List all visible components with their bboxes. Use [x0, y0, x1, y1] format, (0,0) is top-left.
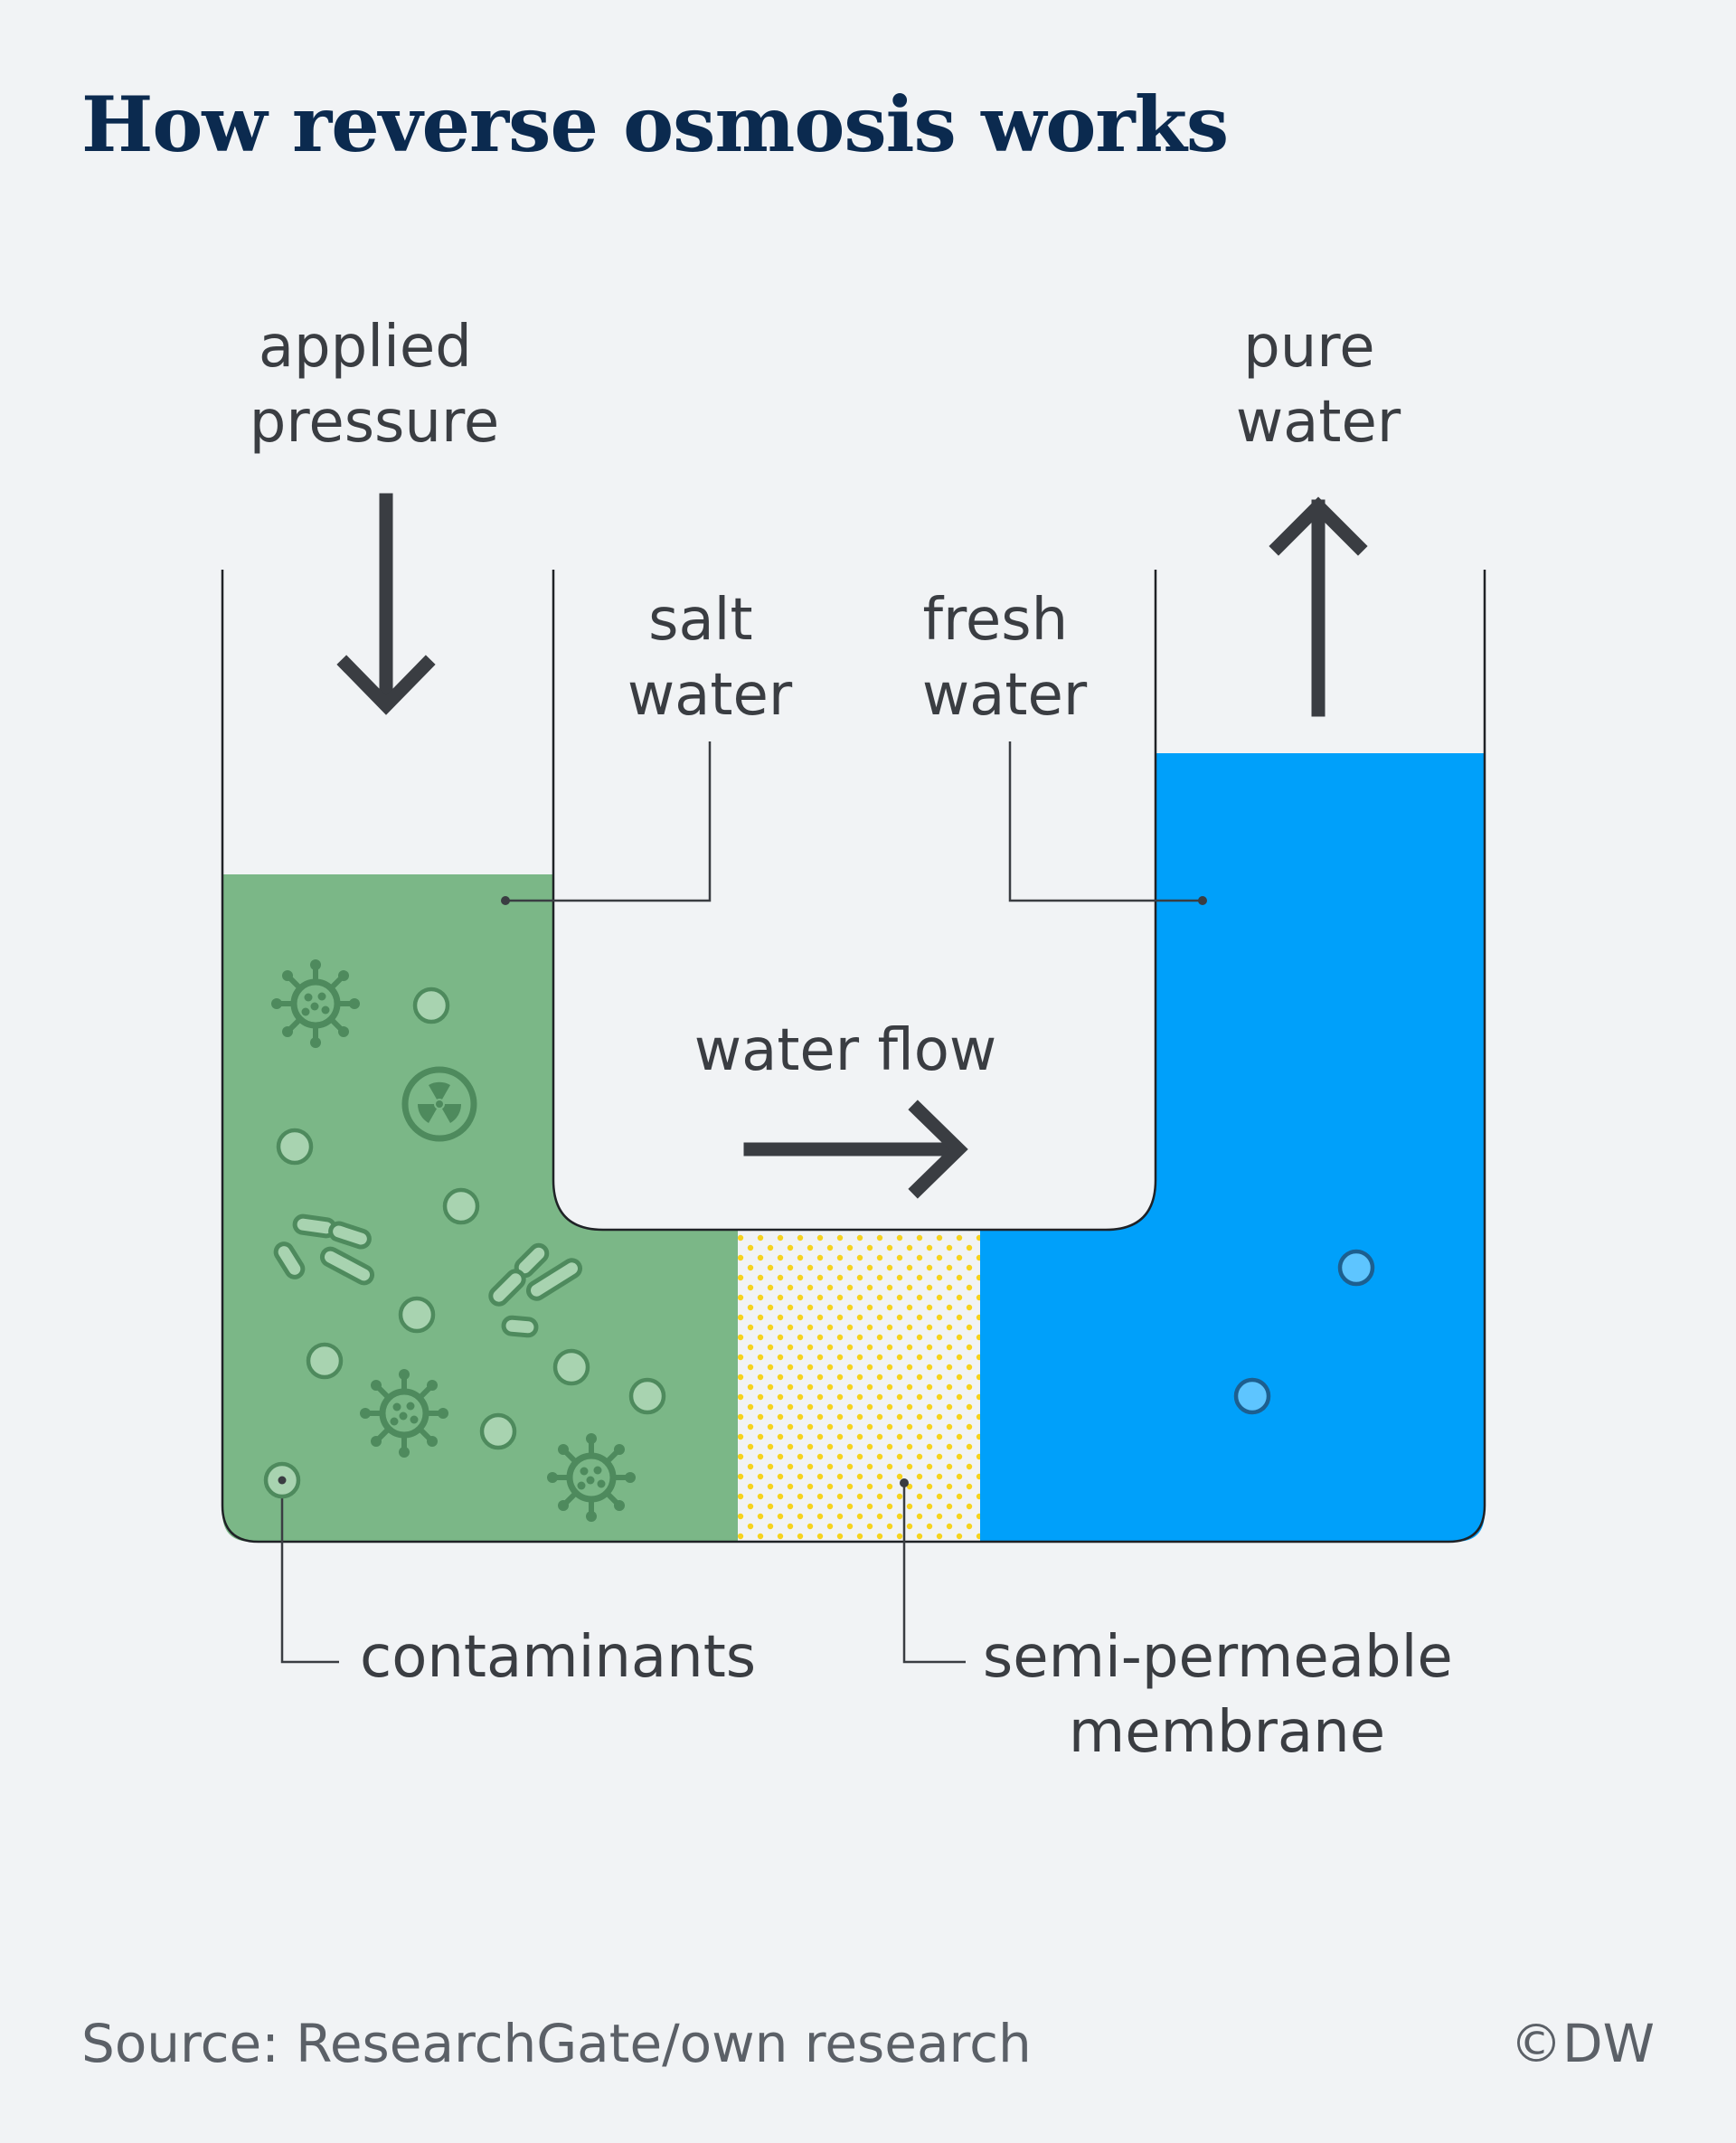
salt-water-label: salt water: [627, 587, 793, 729]
applied-pressure-label: applied pressure: [250, 314, 499, 456]
water-flow-label: water flow: [694, 1017, 997, 1084]
salt-water-leader-line: [505, 741, 712, 902]
salt-water-fill: [222, 874, 738, 1542]
contaminants-label: contaminants: [360, 1624, 756, 1691]
pressure-arrow-down-icon: [336, 493, 436, 715]
page-title: How reverse osmosis works: [81, 80, 1229, 169]
radiation-icon: [401, 1066, 477, 1142]
contaminants-group: [263, 959, 666, 1522]
virus-icon: [547, 1433, 636, 1522]
copyright-credit: ©DW: [1509, 2013, 1655, 2074]
membrane-leader-line: [902, 1483, 966, 1664]
particle-icon: [263, 987, 666, 1499]
water-droplet-icon: [1233, 1249, 1375, 1415]
contaminants-leader-line: [280, 1480, 339, 1664]
fresh-water-label: fresh water: [922, 587, 1088, 729]
fresh-water-leader-line: [1008, 741, 1203, 902]
membrane-label: semi-permeable membrane: [983, 1624, 1471, 1766]
bacteria-icon: [273, 1213, 375, 1286]
bacteria-icon: [488, 1242, 583, 1338]
pure-water-arrow-up-icon: [1269, 496, 1368, 717]
virus-icon: [271, 959, 360, 1048]
u-tube-container: [221, 570, 1486, 1544]
pure-water-label: pure water: [1236, 314, 1401, 456]
fresh-water-fill: [980, 753, 1485, 1542]
water-flow-arrow-icon: [743, 1100, 968, 1199]
source-text: Source: ResearchGate/own research: [81, 2013, 1032, 2074]
virus-icon: [360, 1369, 448, 1458]
semi-permeable-membrane: [738, 1230, 980, 1542]
